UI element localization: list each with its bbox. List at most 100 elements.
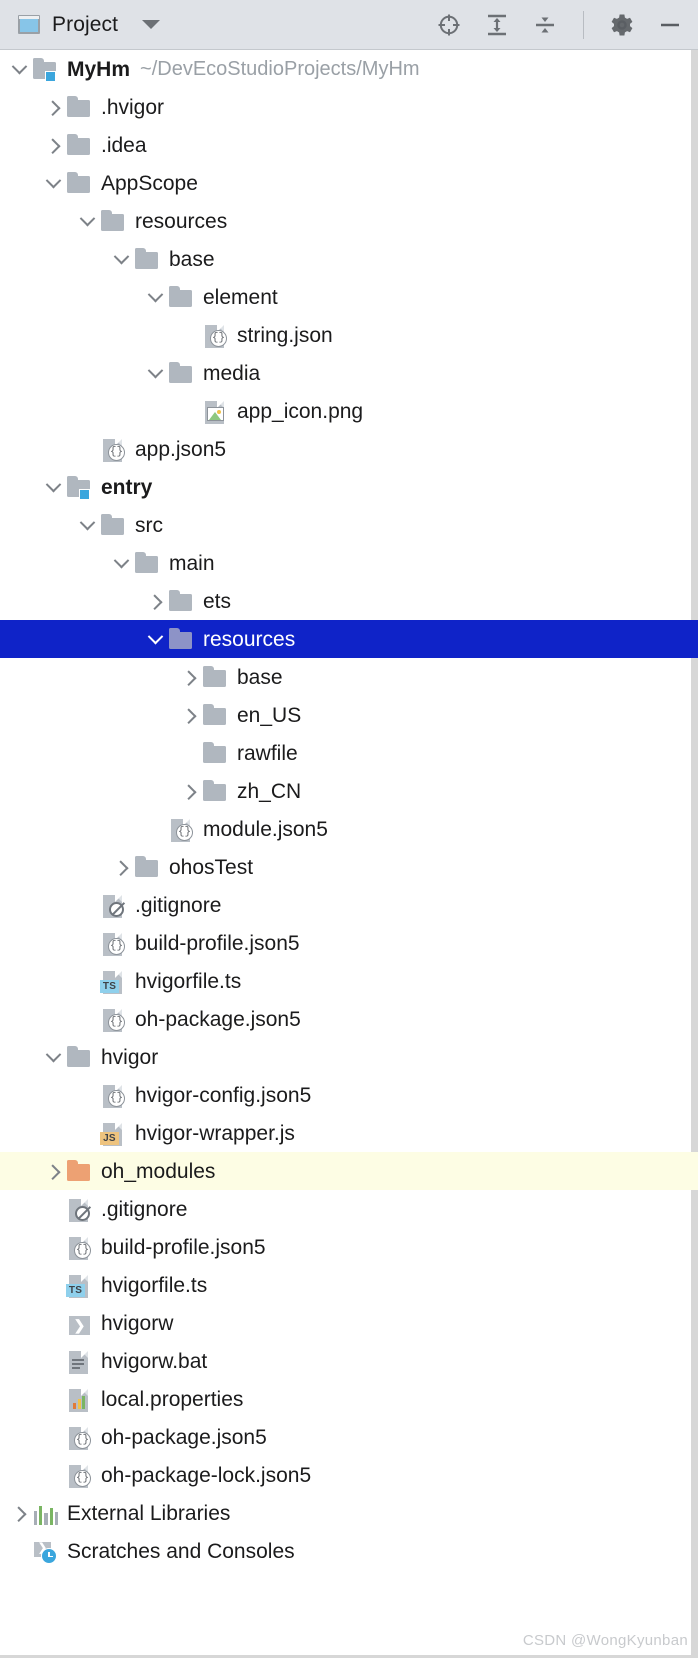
folder-icon: [168, 360, 194, 386]
tree-expander-collapse[interactable]: [74, 202, 100, 240]
json-file-icon: {}: [202, 322, 228, 348]
tree-row[interactable]: oh_modules: [0, 1152, 698, 1190]
tree-expander-collapse[interactable]: [108, 240, 134, 278]
tree-expander-collapse[interactable]: [142, 620, 168, 658]
tree-expander-collapse[interactable]: [74, 506, 100, 544]
vertical-scrollbar[interactable]: [691, 50, 698, 1658]
project-tab[interactable]: Project: [18, 13, 161, 37]
tree-row[interactable]: zh_CN: [0, 772, 698, 810]
tree-row[interactable]: media: [0, 354, 698, 392]
tree-row[interactable]: en_US: [0, 696, 698, 734]
tree-row-label: app.json5: [135, 437, 227, 461]
tree-expander-expand[interactable]: [142, 582, 168, 620]
json-file-icon: {}: [100, 1082, 126, 1108]
tree-row[interactable]: {}build-profile.json5: [0, 924, 698, 962]
project-file-tree[interactable]: MyHm~/DevEcoStudioProjects/MyHm.hvigor.i…: [0, 50, 698, 1658]
tree-row[interactable]: rawfile: [0, 734, 698, 772]
tree-row[interactable]: hvigorw.bat: [0, 1342, 698, 1380]
chevron-down-icon[interactable]: [142, 20, 161, 29]
tree-row[interactable]: {}oh-package-lock.json5: [0, 1456, 698, 1494]
settings-gear-icon[interactable]: [608, 11, 636, 39]
tree-expander-collapse[interactable]: [108, 544, 134, 582]
tree-row[interactable]: main: [0, 544, 698, 582]
tree-expander-expand[interactable]: [6, 1494, 32, 1532]
tree-row[interactable]: {}oh-package.json5: [0, 1418, 698, 1456]
tree-expander-spacer: [74, 924, 100, 962]
tree-row[interactable]: External Libraries: [0, 1494, 698, 1532]
tree-row[interactable]: hvigor: [0, 1038, 698, 1076]
json-file-icon: {}: [66, 1234, 92, 1260]
tree-row[interactable]: ets: [0, 582, 698, 620]
tree-row[interactable]: element: [0, 278, 698, 316]
tree-row[interactable]: {}build-profile.json5: [0, 1228, 698, 1266]
tree-row[interactable]: {}string.json: [0, 316, 698, 354]
folder-icon: [134, 550, 160, 576]
hide-minimize-icon[interactable]: [656, 11, 684, 39]
collapse-all-icon[interactable]: [531, 11, 559, 39]
tree-row[interactable]: src: [0, 506, 698, 544]
tree-row[interactable]: ❯ Scratches and Consoles: [0, 1532, 698, 1570]
folder-icon: [202, 778, 228, 804]
expand-all-icon[interactable]: [483, 11, 511, 39]
select-opened-file-icon[interactable]: [435, 11, 463, 39]
tree-row[interactable]: {}module.json5: [0, 810, 698, 848]
tree-row[interactable]: .gitignore: [0, 886, 698, 924]
tree-expander-collapse[interactable]: [40, 164, 66, 202]
tree-expander-collapse[interactable]: [142, 354, 168, 392]
scratches-icon: ❯: [32, 1538, 58, 1564]
project-path-label: ~/DevEcoStudioProjects/MyHm: [140, 57, 420, 80]
tree-row-label: hvigorw.bat: [101, 1349, 208, 1373]
folder-icon: [168, 626, 194, 652]
tree-expander-spacer: [40, 1418, 66, 1456]
tree-row-label: zh_CN: [237, 779, 302, 803]
tree-row-label: hvigor-config.json5: [135, 1083, 312, 1107]
tree-expander-spacer: [40, 1304, 66, 1342]
tree-expander-expand[interactable]: [176, 772, 202, 810]
json-file-icon: {}: [100, 930, 126, 956]
tree-row[interactable]: {} hvigor-config.json5: [0, 1076, 698, 1114]
tree-expander-collapse[interactable]: [40, 468, 66, 506]
tree-row[interactable]: app_icon.png: [0, 392, 698, 430]
tree-expander-collapse[interactable]: [6, 50, 32, 88]
tree-expander-expand[interactable]: [176, 696, 202, 734]
tree-row[interactable]: local.properties: [0, 1380, 698, 1418]
tree-row[interactable]: AppScope: [0, 164, 698, 202]
external-libraries-icon: [32, 1500, 58, 1526]
tree-row[interactable]: ❯hvigorw: [0, 1304, 698, 1342]
tree-row-label: oh-package.json5: [135, 1007, 301, 1031]
tree-expander-spacer: [40, 1456, 66, 1494]
tree-row[interactable]: base: [0, 240, 698, 278]
tree-row-label: local.properties: [101, 1387, 244, 1411]
folder-icon: [202, 664, 228, 690]
json-file-icon: {}: [66, 1424, 92, 1450]
tree-expander-spacer: [74, 430, 100, 468]
tree-row[interactable]: entry: [0, 468, 698, 506]
tree-expander-collapse[interactable]: [40, 1038, 66, 1076]
tree-row[interactable]: {}oh-package.json5: [0, 1000, 698, 1038]
json-file-icon: {}: [168, 816, 194, 842]
tree-expander-expand[interactable]: [176, 658, 202, 696]
tree-expander-expand[interactable]: [40, 88, 66, 126]
tree-expander-expand[interactable]: [108, 848, 134, 886]
tree-expander-expand[interactable]: [40, 126, 66, 164]
tree-expander-spacer: [40, 1342, 66, 1380]
tree-row[interactable]: base: [0, 658, 698, 696]
tree-row[interactable]: ohosTest: [0, 848, 698, 886]
tree-expander-collapse[interactable]: [142, 278, 168, 316]
tree-row[interactable]: resources: [0, 202, 698, 240]
tree-expander-spacer: [74, 1114, 100, 1152]
tree-row-label: resources: [203, 627, 296, 651]
tree-row[interactable]: .hvigor: [0, 88, 698, 126]
folder-icon: [134, 854, 160, 880]
tree-row[interactable]: MyHm~/DevEcoStudioProjects/MyHm: [0, 50, 698, 88]
tree-row-label: Scratches and Consoles: [67, 1539, 295, 1563]
tree-expander-expand[interactable]: [40, 1152, 66, 1190]
tree-row[interactable]: {}app.json5: [0, 430, 698, 468]
tree-row[interactable]: .gitignore: [0, 1190, 698, 1228]
tree-row-label: oh-package-lock.json5: [101, 1463, 312, 1487]
tree-row[interactable]: .idea: [0, 126, 698, 164]
tree-row[interactable]: resources: [0, 620, 698, 658]
